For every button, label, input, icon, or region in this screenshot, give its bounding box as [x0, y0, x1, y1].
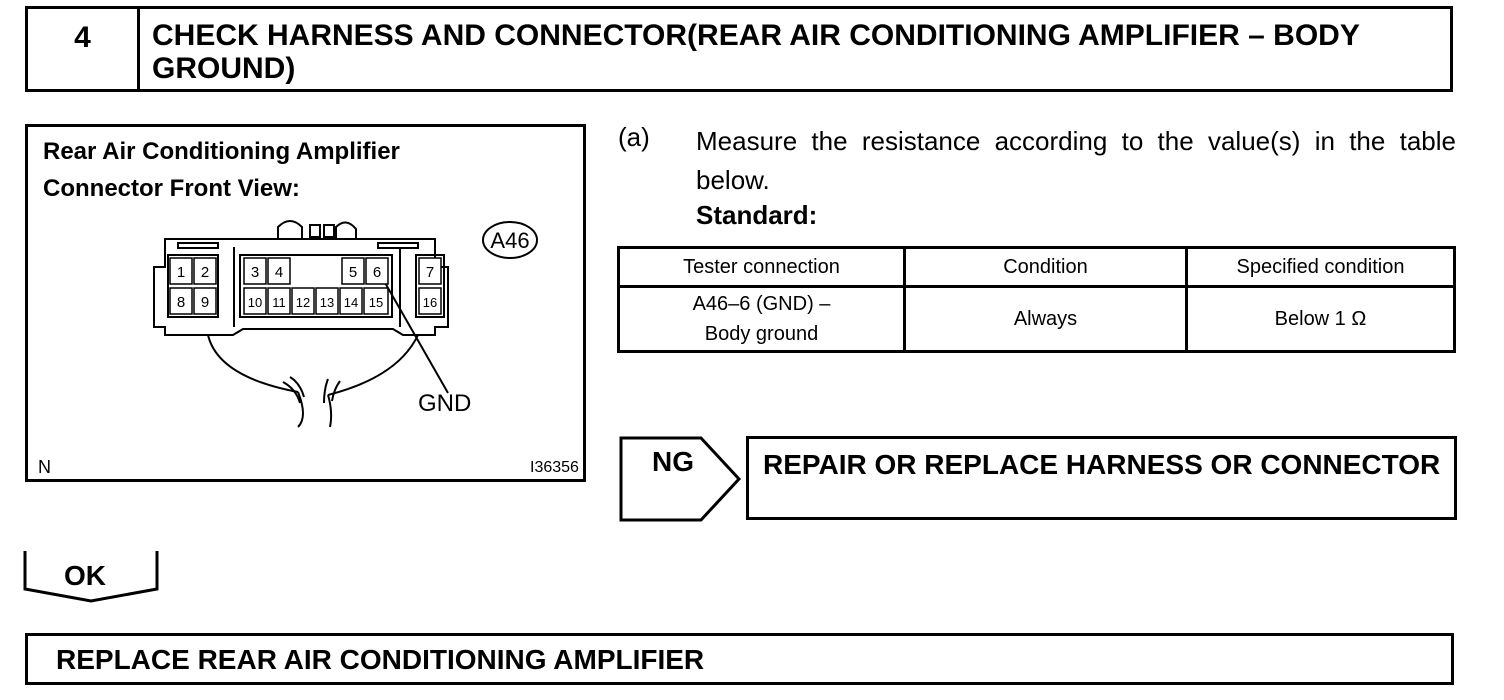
header-specified-condition: Specified condition: [1185, 246, 1456, 288]
cell-specified: Below 1 Ω: [1185, 285, 1456, 353]
connection-line2: Body ground: [704, 323, 819, 345]
final-action-box: REPLACE REAR AIR CONDITIONING AMPLIFIER: [25, 633, 1454, 685]
pin-4: 4: [275, 264, 283, 281]
ng-action-box: REPAIR OR REPLACE HARNESS OR CONNECTOR: [746, 436, 1457, 520]
step-number: 4: [28, 9, 140, 89]
figure-title-line1: Rear Air Conditioning Amplifier: [43, 138, 400, 165]
pin-6: 6: [373, 264, 381, 281]
cell-tester-connection: A46–6 (GND) – Body ground: [617, 285, 906, 353]
connector-diagram: 1 2 3 4 5 6 7 8 9 10 11 12 13 14 15 16 A…: [153, 220, 538, 428]
table-header-row: Tester connection Condition Specified co…: [617, 246, 1456, 288]
pin-2: 2: [201, 264, 209, 281]
step-title: CHECK HARNESS AND CONNECTOR(REAR AIR CON…: [152, 19, 1360, 85]
pin-1: 1: [177, 264, 185, 281]
pin-16: 16: [423, 295, 437, 310]
figure-title-line2: Connector Front View:: [43, 175, 300, 202]
pin-3: 3: [251, 264, 259, 281]
header-condition: Condition: [903, 246, 1188, 288]
gnd-callout-label: GND: [418, 390, 471, 417]
pin-15: 15: [369, 295, 383, 310]
connector-id-label: A46: [490, 228, 529, 253]
instruction-text: Measure the resistance according to the …: [696, 126, 1456, 195]
ng-label: NG: [652, 446, 694, 477]
table-row: A46–6 (GND) – Body ground Always Below 1…: [617, 285, 1456, 353]
substep-marker: (a): [618, 122, 650, 152]
figure-ref-code: I36356: [530, 459, 579, 476]
connection-line1: A46–6 (GND) –: [692, 293, 831, 315]
pin-11: 11: [272, 295, 286, 310]
ok-arrow-shape: [23, 551, 159, 603]
pin-8: 8: [177, 294, 185, 311]
step-header: 4 CHECK HARNESS AND CONNECTOR(REAR AIR C…: [25, 6, 1453, 92]
connector-figure: Rear Air Conditioning Amplifier Connecto…: [25, 124, 586, 482]
pin-5: 5: [349, 264, 357, 281]
ng-arrow-shape: [619, 436, 742, 522]
cell-condition: Always: [903, 285, 1188, 353]
figure-title: Rear Air Conditioning Amplifier Connecto…: [43, 133, 400, 207]
pin-14: 14: [344, 295, 358, 310]
spec-table: Tester connection Condition Specified co…: [617, 246, 1456, 353]
pin-10: 10: [248, 295, 262, 310]
pin-7: 7: [426, 264, 434, 281]
header-tester-connection: Tester connection: [617, 246, 906, 288]
figure-corner-label: N: [38, 457, 51, 477]
pin-13: 13: [320, 295, 334, 310]
pin-12: 12: [296, 295, 310, 310]
standard-label: Standard:: [696, 200, 818, 230]
ok-label: OK: [64, 560, 106, 591]
pin-9: 9: [201, 294, 209, 311]
